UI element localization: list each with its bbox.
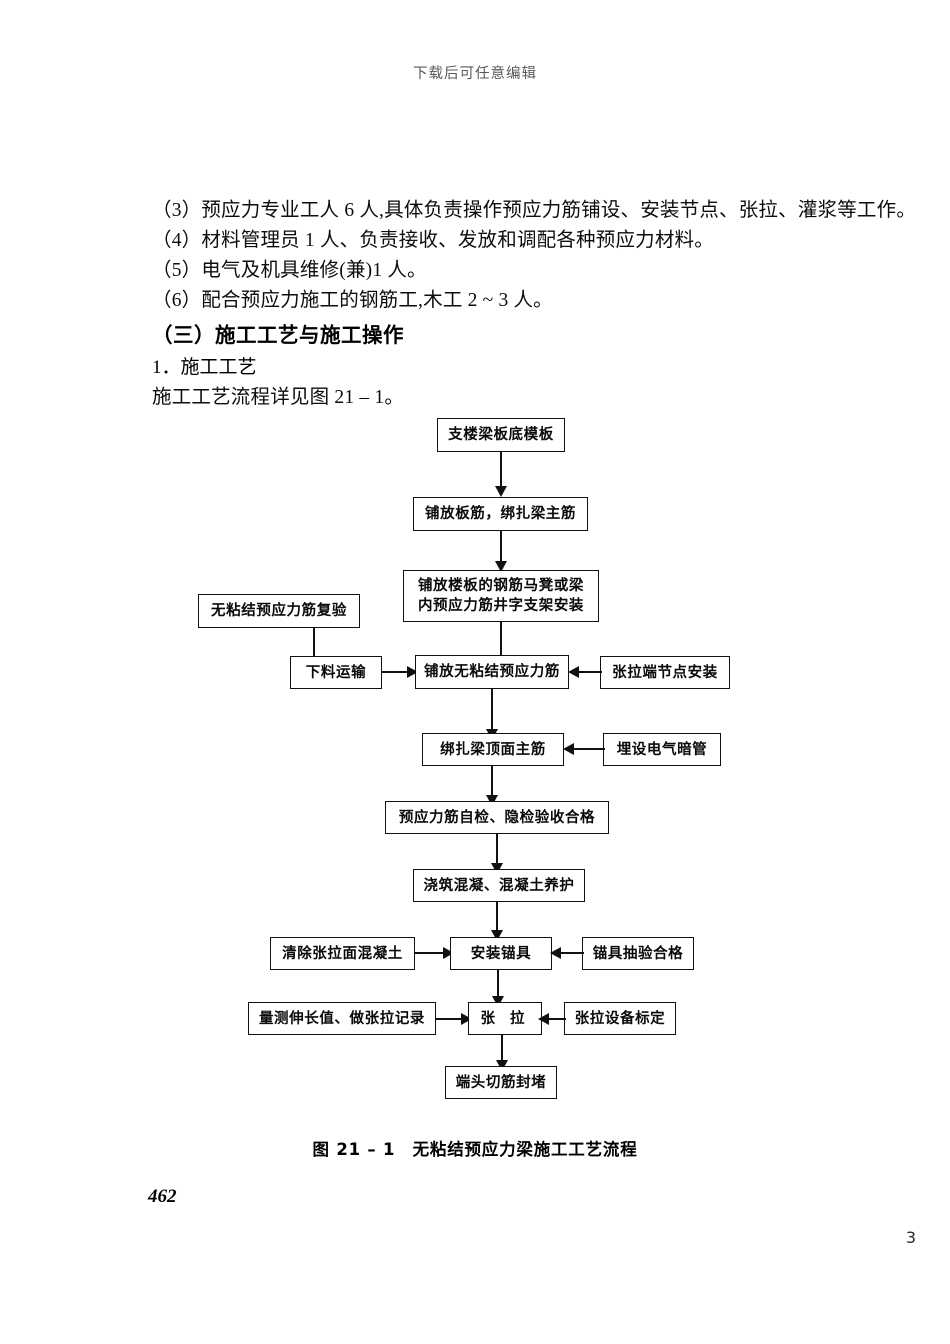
sub-heading: 1．施工工艺	[152, 357, 257, 378]
connector-calibration-to-tensioning	[546, 1018, 566, 1020]
flow-node-measure-record[interactable]: 量测伸长值、做张拉记录	[248, 1002, 436, 1035]
arrowhead-down-chair	[495, 561, 507, 572]
flow-node-self-inspection[interactable]: 预应力筋自检、隐检验收合格	[385, 801, 609, 834]
connector-anchor-to-tensioning	[497, 970, 499, 1002]
flow-node-equipment-calibration[interactable]: 张拉设备标定	[564, 1002, 676, 1035]
book-page-number: 462	[148, 1186, 177, 1207]
connector-formwork-to-slab-rebar	[500, 452, 502, 490]
connector-lay-tendon-to-beam-top	[491, 689, 493, 735]
arrowhead-down-slab-rebar	[495, 486, 507, 497]
arrowhead-down-tensioning	[492, 996, 504, 1007]
flow-node-cutting-transport[interactable]: 下料运输	[290, 656, 382, 689]
connector-chair-to-lay-tendon	[500, 622, 502, 665]
arrowhead-down-anchor	[491, 930, 503, 941]
arrowhead-right-lay-tendon	[407, 666, 418, 678]
connector-tensioning-to-cut-seal	[501, 1035, 503, 1067]
flow-node-electric-conduit[interactable]: 埋设电气暗管	[603, 733, 721, 766]
section-heading: （三）施工工艺与施工操作	[152, 323, 404, 347]
arrowhead-down-cut-seal	[496, 1060, 508, 1071]
arrowhead-left-anchor	[550, 947, 561, 959]
arrowhead-right-anchor	[443, 947, 454, 959]
page-watermark-header: 下载后可任意编辑	[413, 66, 537, 82]
flow-node-tensioning[interactable]: 张 拉	[468, 1002, 542, 1035]
connector-slab-rebar-to-chair	[500, 531, 502, 565]
paragraph-item-3: （3）预应力专业工人 6 人,具体负责操作预应力筋铺设、安装节点、张拉、灌浆等工…	[152, 200, 917, 221]
connector-pour-to-anchor	[496, 902, 498, 937]
arrowhead-left-lay-tendon	[568, 666, 579, 678]
flow-node-slab-rebar[interactable]: 铺放板筋，绑扎梁主筋	[413, 497, 588, 531]
flow-node-tendon-recheck[interactable]: 无粘结预应力筋复验	[198, 594, 360, 628]
connector-inspection-to-pour	[496, 834, 498, 869]
document-page-number: 3	[905, 1228, 916, 1247]
body-text-block: （3）预应力专业工人 6 人,具体负责操作预应力筋铺设、安装节点、张拉、灌浆等工…	[152, 196, 917, 413]
connector-beam-top-to-inspection	[491, 766, 493, 801]
figure-caption: 图 21 – 1 无粘结预应力梁施工工艺流程	[312, 1140, 638, 1159]
flow-node-anchor-node-install[interactable]: 张拉端节点安装	[600, 656, 730, 689]
connector-clean-to-anchor	[415, 952, 448, 954]
arrowhead-down-pour	[491, 863, 503, 874]
flow-node-concrete-pour[interactable]: 浇筑混凝、混凝土养护	[413, 869, 585, 902]
flow-node-clean-surface[interactable]: 清除张拉面混凝土	[270, 937, 415, 970]
flow-node-install-anchor[interactable]: 安装锚具	[450, 937, 552, 970]
flow-node-chair-support[interactable]: 铺放楼板的钢筋马凳或梁 内预应力筋井字支架安装	[403, 570, 599, 622]
flow-node-cut-seal[interactable]: 端头切筋封堵	[445, 1066, 557, 1099]
connector-conduit-to-beam-top	[572, 748, 605, 750]
flow-node-lay-tendon[interactable]: 铺放无粘结预应力筋	[415, 655, 569, 689]
flow-node-beam-top-rebar[interactable]: 绑扎梁顶面主筋	[422, 733, 564, 766]
connector-anchor-node-to-lay-tendon	[577, 671, 602, 673]
arrowhead-left-tensioning	[538, 1013, 549, 1025]
connector-transport-to-lay-tendon	[382, 671, 412, 673]
paragraph-item-4: （4）材料管理员 1 人、负责接收、发放和调配各种预应力材料。	[152, 230, 714, 251]
arrowhead-down-inspection	[486, 795, 498, 806]
paragraph-item-6: （6）配合预应力施工的钢筋工,木工 2 ~ 3 人。	[152, 290, 553, 311]
flow-node-formwork[interactable]: 支楼梁板底模板	[437, 418, 565, 452]
paragraph-item-5: （5）电气及机具维修(兼)1 人。	[152, 260, 427, 281]
connector-sampling-to-anchor	[558, 952, 584, 954]
connector-recheck-to-transport	[313, 628, 315, 661]
arrowhead-right-tensioning	[461, 1013, 472, 1025]
arrowhead-left-beam-top	[563, 743, 574, 755]
lead-in-text: 施工工艺流程详见图 21 – 1。	[152, 387, 405, 408]
flow-node-anchor-sampling[interactable]: 锚具抽验合格	[582, 937, 694, 970]
connector-measure-to-tensioning	[436, 1018, 466, 1020]
